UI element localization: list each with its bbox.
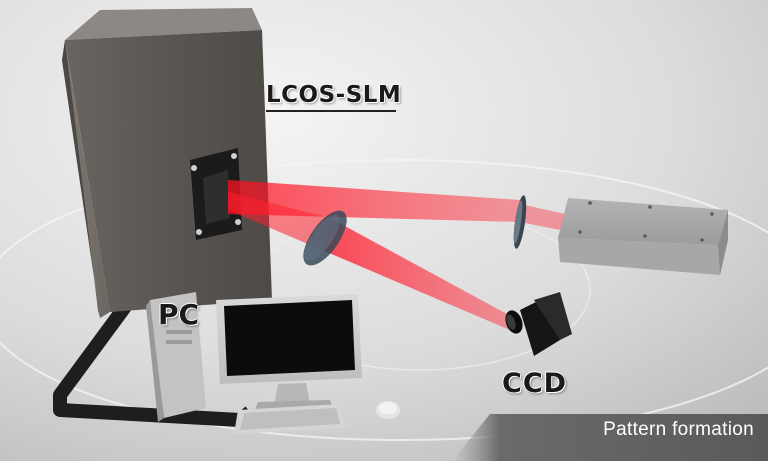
sample-block xyxy=(558,198,728,275)
label-lcos-slm: LCOS-SLM xyxy=(266,82,402,108)
caption-text: Pattern formation xyxy=(603,419,754,440)
ccd-camera xyxy=(505,292,572,356)
floor-ring-outer xyxy=(0,159,768,441)
slm-left-side xyxy=(62,40,110,318)
slm-top xyxy=(65,8,262,40)
pc-tower xyxy=(146,292,206,422)
laser-beam-to-lens xyxy=(228,192,330,250)
objective-lens xyxy=(513,195,527,249)
focusing-lens xyxy=(303,210,347,266)
slm-front xyxy=(65,30,272,312)
label-underline xyxy=(266,110,396,112)
lcos-slm-device xyxy=(62,8,272,318)
laser-beam-to-ccd xyxy=(322,218,518,330)
caption-banner xyxy=(452,414,768,461)
mouse xyxy=(376,401,400,419)
label-ccd: CCD xyxy=(502,368,568,399)
label-pc: PC xyxy=(158,298,200,331)
keyboard xyxy=(234,404,346,434)
